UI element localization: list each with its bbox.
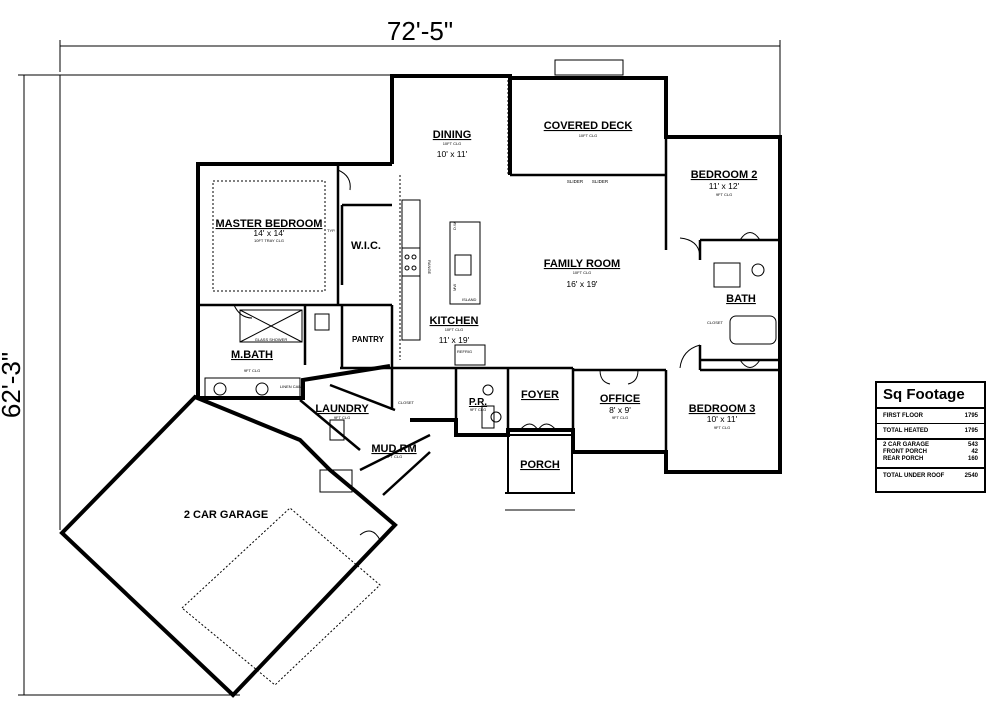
room-pantry: PANTRY [352,335,385,344]
room-bath: BATH [726,293,756,305]
master-ceiling: 10FT TRAY CLG [254,238,284,243]
bedroom-2-size: 11' x 12' [709,181,740,191]
room-bedroom-2: BEDROOM 2 [691,169,758,181]
room-foyer: FOYER [521,389,559,401]
mbath-ceiling: 9FT CLG [244,368,260,373]
front-porch-label: FRONT PORCH [883,449,927,455]
room-mbath: M.BATH [231,349,273,361]
garage-line: 2 CAR GARAGE 543 [883,442,978,449]
dining-size: 10' x 11' [437,149,468,159]
linen-note: LINEN CAB. [280,384,302,389]
first-floor-label: FIRST FLOOR [883,413,923,419]
refrig-note: REFRIG [457,349,472,354]
depth-label: 62'-3" [0,352,26,418]
depth-dimension [18,74,392,696]
kitchen-size: 11' x 19' [439,335,470,345]
room-office: OFFICE [600,393,640,405]
rear-porch-value: 160 [967,456,978,462]
front-porch-line: FRONT PORCH 42 [883,449,978,456]
room-master-bedroom: MASTER BEDROOM [216,218,323,230]
total-under-roof-label: TOTAL UNDER ROOF [883,473,945,479]
room-wic: W.I.C. [351,240,381,252]
total-under-roof-value: 2540 [964,473,978,479]
bedroom-3-ceiling: 9FT CLG [714,425,730,430]
first-floor-value: 1795 [964,413,978,419]
office-size: 8' x 9' [609,405,631,415]
pr-ceiling: 9FT CLG [470,407,486,412]
room-porch: PORCH [520,459,560,471]
room-kitchen: KITCHEN [430,315,479,327]
rear-porch-line: REAR PORCH 160 [883,456,978,463]
slider-note-1: SLIDER [567,179,584,184]
width-dimension [59,40,781,135]
total-under-roof-row: TOTAL UNDER ROOF 2540 [877,469,984,483]
interior-walls [198,137,780,496]
room-laundry: LAUNDRY [315,403,369,415]
closet-note-2: CLOSET [398,400,415,405]
garage-outline [59,394,398,698]
room-bedroom-3: BEDROOM 3 [689,403,756,415]
mw-note: MW [452,284,457,291]
dining-ceiling: 10FT CLG [443,141,462,146]
garage-value: 543 [967,442,978,448]
covered-deck-ceiling: 10FT CLG [579,133,598,138]
room-family: FAMILY ROOM [544,258,620,270]
total-heated-label: TOTAL HEATED [883,428,929,434]
island-note: ISLAND [462,297,477,302]
family-size: 16' x 19' [566,279,598,289]
room-covered-deck: COVERED DECK [544,120,633,132]
room-mud-rm: MUD RM [371,443,416,455]
garage-label: 2 CAR GARAGE [883,442,930,448]
extras-row: 2 CAR GARAGE 543 FRONT PORCH 42 REAR POR… [877,440,984,469]
sq-footage-table: Sq Footage FIRST FLOOR 1795 TOTAL HEATED… [875,381,986,493]
family-ceiling: 10FT CLG [573,270,592,275]
bedroom-2-ceiling: 9FT CLG [716,192,732,197]
total-heated-value: 1795 [964,428,978,434]
kitchen-ceiling: 10FT CLG [445,327,464,332]
office-ceiling: 9FT CLG [612,415,628,420]
door-swings [233,169,761,541]
glass-shower-note: GLASS SHOWER [255,337,288,342]
dw-note: D.W. [452,221,457,230]
slider-note-2: SLIDER [592,179,609,184]
room-pr: P.R. [469,397,487,408]
total-heated-row: TOTAL HEATED 1795 [877,424,984,440]
typ-note: TYP. [327,228,335,233]
width-label: 72'-5" [387,16,453,46]
front-porch-value: 42 [971,449,978,455]
room-garage: 2 CAR GARAGE [184,509,268,521]
first-floor-row: FIRST FLOOR 1795 [877,409,984,424]
master-size: 14' x 14' [253,228,285,238]
rear-porch-label: REAR PORCH [883,456,924,462]
room-dining: DINING [433,129,472,141]
sq-footage-title: Sq Footage [877,383,984,409]
bedroom-3-size: 10' x 11' [707,414,738,424]
laundry-ceiling: 9FT CLG [334,415,350,420]
mud-rm-ceiling: 9FT CLG [386,454,402,459]
range-note: RANGE [427,260,432,275]
closet-note-1: CLOSET [707,320,724,325]
light-features [204,59,777,511]
